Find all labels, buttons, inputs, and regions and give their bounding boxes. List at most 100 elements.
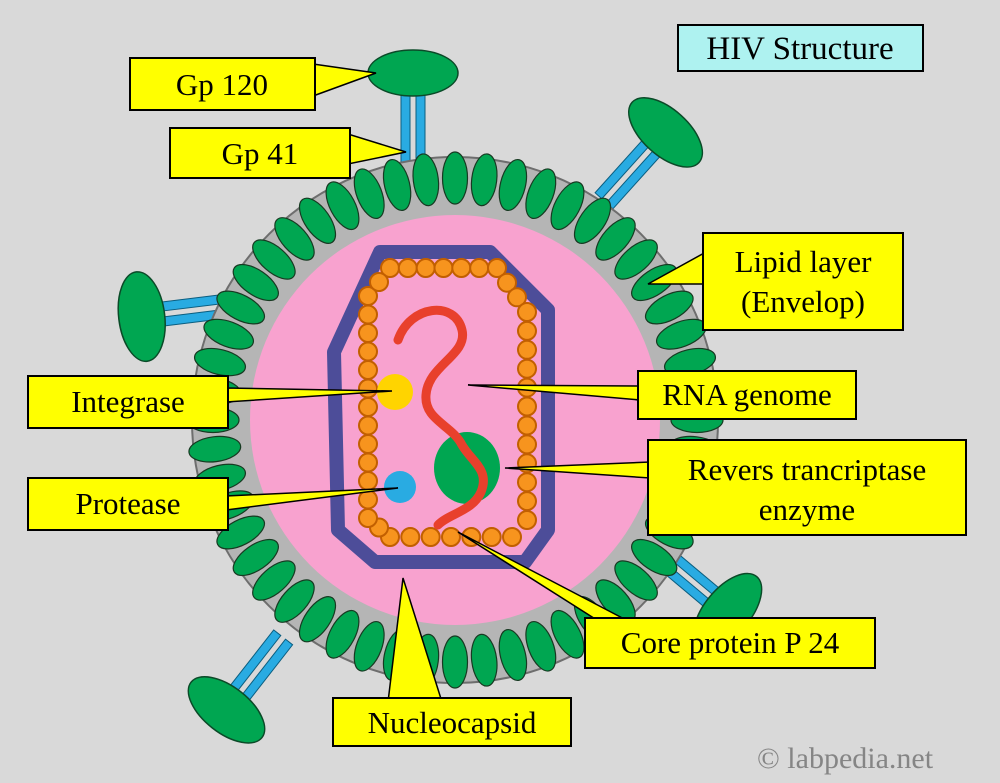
callout-label: Integrase [71, 384, 185, 419]
callout-rna-genome: RNA genome [467, 370, 857, 420]
callout-box [27, 375, 229, 429]
envelope-protein-ellipse [274, 579, 315, 623]
callout-label: Protease [75, 486, 180, 521]
callout-label: Gp 120 [176, 67, 268, 102]
core-protein-bead [358, 341, 378, 362]
callout-box [647, 439, 967, 536]
core-protein-bead [415, 258, 436, 278]
diagram-title: HIV Structure [677, 24, 924, 72]
core-protein-bead [358, 360, 378, 380]
core-protein-bead [358, 452, 378, 473]
envelope-protein-ellipse [216, 515, 266, 550]
envelope-protein-ellipse [298, 197, 337, 244]
envelope-protein-ellipse [441, 635, 469, 689]
core-protein-bead [502, 527, 522, 547]
protease-enzyme [384, 471, 416, 503]
callout-protease: Protease [27, 477, 399, 531]
core-protein-bead [358, 508, 378, 528]
envelope-protein-ellipse [412, 153, 440, 207]
callout-label: Core protein P 24 [621, 625, 840, 660]
envelope-protein-ellipse [470, 153, 498, 207]
callout-box [27, 477, 229, 531]
core-protein-bead [517, 320, 537, 341]
envelope-protein-ellipse [631, 538, 678, 577]
envelope-protein-ellipse [188, 435, 242, 463]
core-protein-bead [517, 472, 537, 493]
callout-label: (Envelop) [741, 284, 865, 319]
core-protein-bead [517, 434, 537, 455]
callout-gp120: Gp 120 [129, 57, 377, 111]
envelope-protein-ellipse [498, 628, 528, 682]
core-protein-bead [517, 396, 537, 417]
callout-box [332, 697, 572, 747]
reverse-transcriptase-enzyme [434, 432, 500, 504]
envelope-protein-ellipse [216, 290, 266, 325]
core-protein-bead [433, 258, 454, 278]
core-protein-bead [358, 434, 378, 454]
callout-gp41: Gp 41 [169, 127, 407, 179]
core-protein-bead [369, 272, 389, 292]
envelope-protein-ellipse [193, 347, 247, 377]
envelope-protein-ellipse [644, 290, 694, 325]
capsid-outline [327, 245, 555, 569]
envelope-protein-ellipse [252, 239, 296, 280]
integrase-enzyme [377, 374, 413, 410]
callout-label: enzyme [759, 492, 855, 527]
core-protein-bead [400, 527, 421, 547]
gp120-head [117, 271, 166, 363]
envelope-protein-ellipse [325, 181, 360, 231]
callout-label: Nucleocapsid [368, 705, 537, 740]
core-protein-bead [451, 258, 472, 278]
callout-box [637, 370, 857, 420]
envelope-protein-ellipse [325, 609, 360, 659]
core-protein-bead [487, 258, 507, 278]
core-protein-bead [469, 258, 490, 278]
envelope-protein-ellipse [203, 318, 255, 350]
callout-label: Lipid layer [735, 244, 873, 279]
watermark: © labpedia.net [757, 742, 934, 775]
nucleocapsid-bead-ring [358, 258, 537, 547]
gp120-head [628, 97, 704, 168]
envelope-protein-ellipse [441, 151, 469, 205]
core-protein-bead [397, 258, 418, 278]
envelope-protein-ellipse [614, 239, 658, 280]
core-protein-bead [507, 287, 527, 308]
callout-label: Revers trancriptase [688, 452, 926, 487]
core-protein-bead [481, 527, 502, 547]
core-protein-bead [358, 397, 378, 417]
envelope-protein-ellipse [232, 538, 279, 577]
envelope-protein-ellipse [252, 560, 296, 601]
envelope-protein-ellipse [470, 633, 498, 687]
rna-genome-strand [393, 305, 488, 530]
envelope-protein-ellipse [232, 263, 279, 302]
envelope-protein-ellipse [550, 609, 585, 659]
gp-spike-top [367, 49, 459, 166]
envelope-protein-ellipse [525, 168, 557, 220]
envelope-protein-ellipse [298, 596, 337, 643]
callout-box [169, 127, 351, 179]
callout-integrase: Integrase [27, 375, 393, 429]
callout-label: Gp 41 [222, 136, 299, 171]
core-protein-bead [517, 358, 537, 379]
envelope-protein-ellipse [573, 197, 612, 244]
envelope-protein-ellipse [614, 560, 658, 601]
core-protein-bead [358, 415, 378, 436]
core-protein-bead [517, 302, 537, 322]
core-protein-bead [517, 491, 537, 512]
gp-spike-left [117, 271, 236, 363]
envelope-protein-ellipse [382, 158, 412, 212]
core-protein-bead [517, 510, 537, 530]
envelope-protein-ellipse [353, 168, 385, 220]
callout-label: RNA genome [662, 377, 832, 412]
envelope-protein-ellipse [498, 158, 528, 212]
gp120-head [367, 49, 459, 97]
callout-box [129, 57, 316, 111]
core-protein-bead [441, 527, 461, 547]
core-protein-bead [358, 471, 378, 491]
callout-nucleocapsid: Nucleocapsid [332, 577, 572, 747]
gp-spike-bottom-left [187, 629, 294, 744]
core-protein-bead [358, 304, 378, 325]
envelope-protein-ellipse [550, 181, 585, 231]
envelope-protein-ellipse [595, 217, 636, 261]
